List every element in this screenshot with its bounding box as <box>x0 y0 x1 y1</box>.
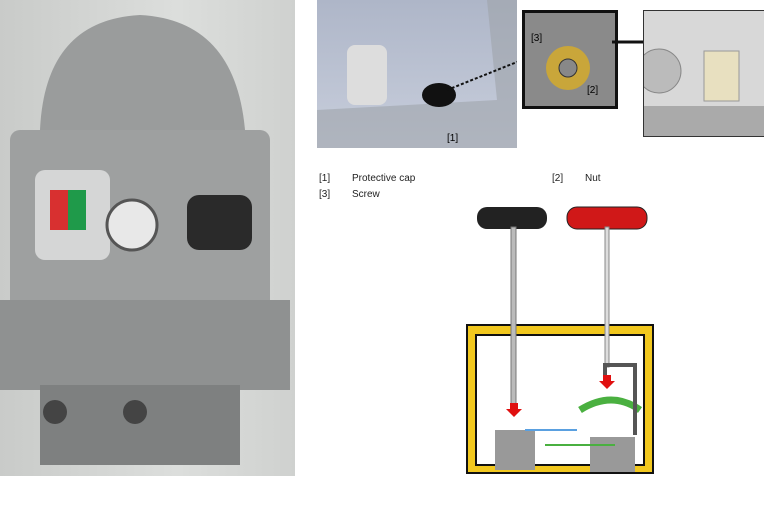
legend-label: Nut <box>585 173 601 184</box>
actuator-illustration <box>0 15 290 465</box>
legend-item-1: [1] Protective cap <box>319 173 415 184</box>
legend-item-3: [3] Screw <box>319 189 380 200</box>
callout-2: [2] <box>587 85 599 96</box>
callout-3: [3] <box>531 33 543 44</box>
tool-diagram <box>455 205 665 480</box>
legend-num: [1] <box>319 173 331 184</box>
actuator-render: [1] <box>317 0 523 148</box>
t-handle-red <box>566 206 648 230</box>
detail-photo <box>636 10 764 137</box>
legend-item-2: [2] Nut <box>552 173 601 184</box>
legend-num: [2] <box>552 173 564 184</box>
callout-1: [1] <box>447 133 459 144</box>
t-handle-black <box>477 207 547 229</box>
legend-label: Screw <box>352 189 380 200</box>
actuator-photo <box>0 0 295 476</box>
nut-screw-inset: [3] [2] <box>522 10 618 109</box>
legend-label: Protective cap <box>352 173 416 184</box>
legend-num: [3] <box>319 189 331 200</box>
